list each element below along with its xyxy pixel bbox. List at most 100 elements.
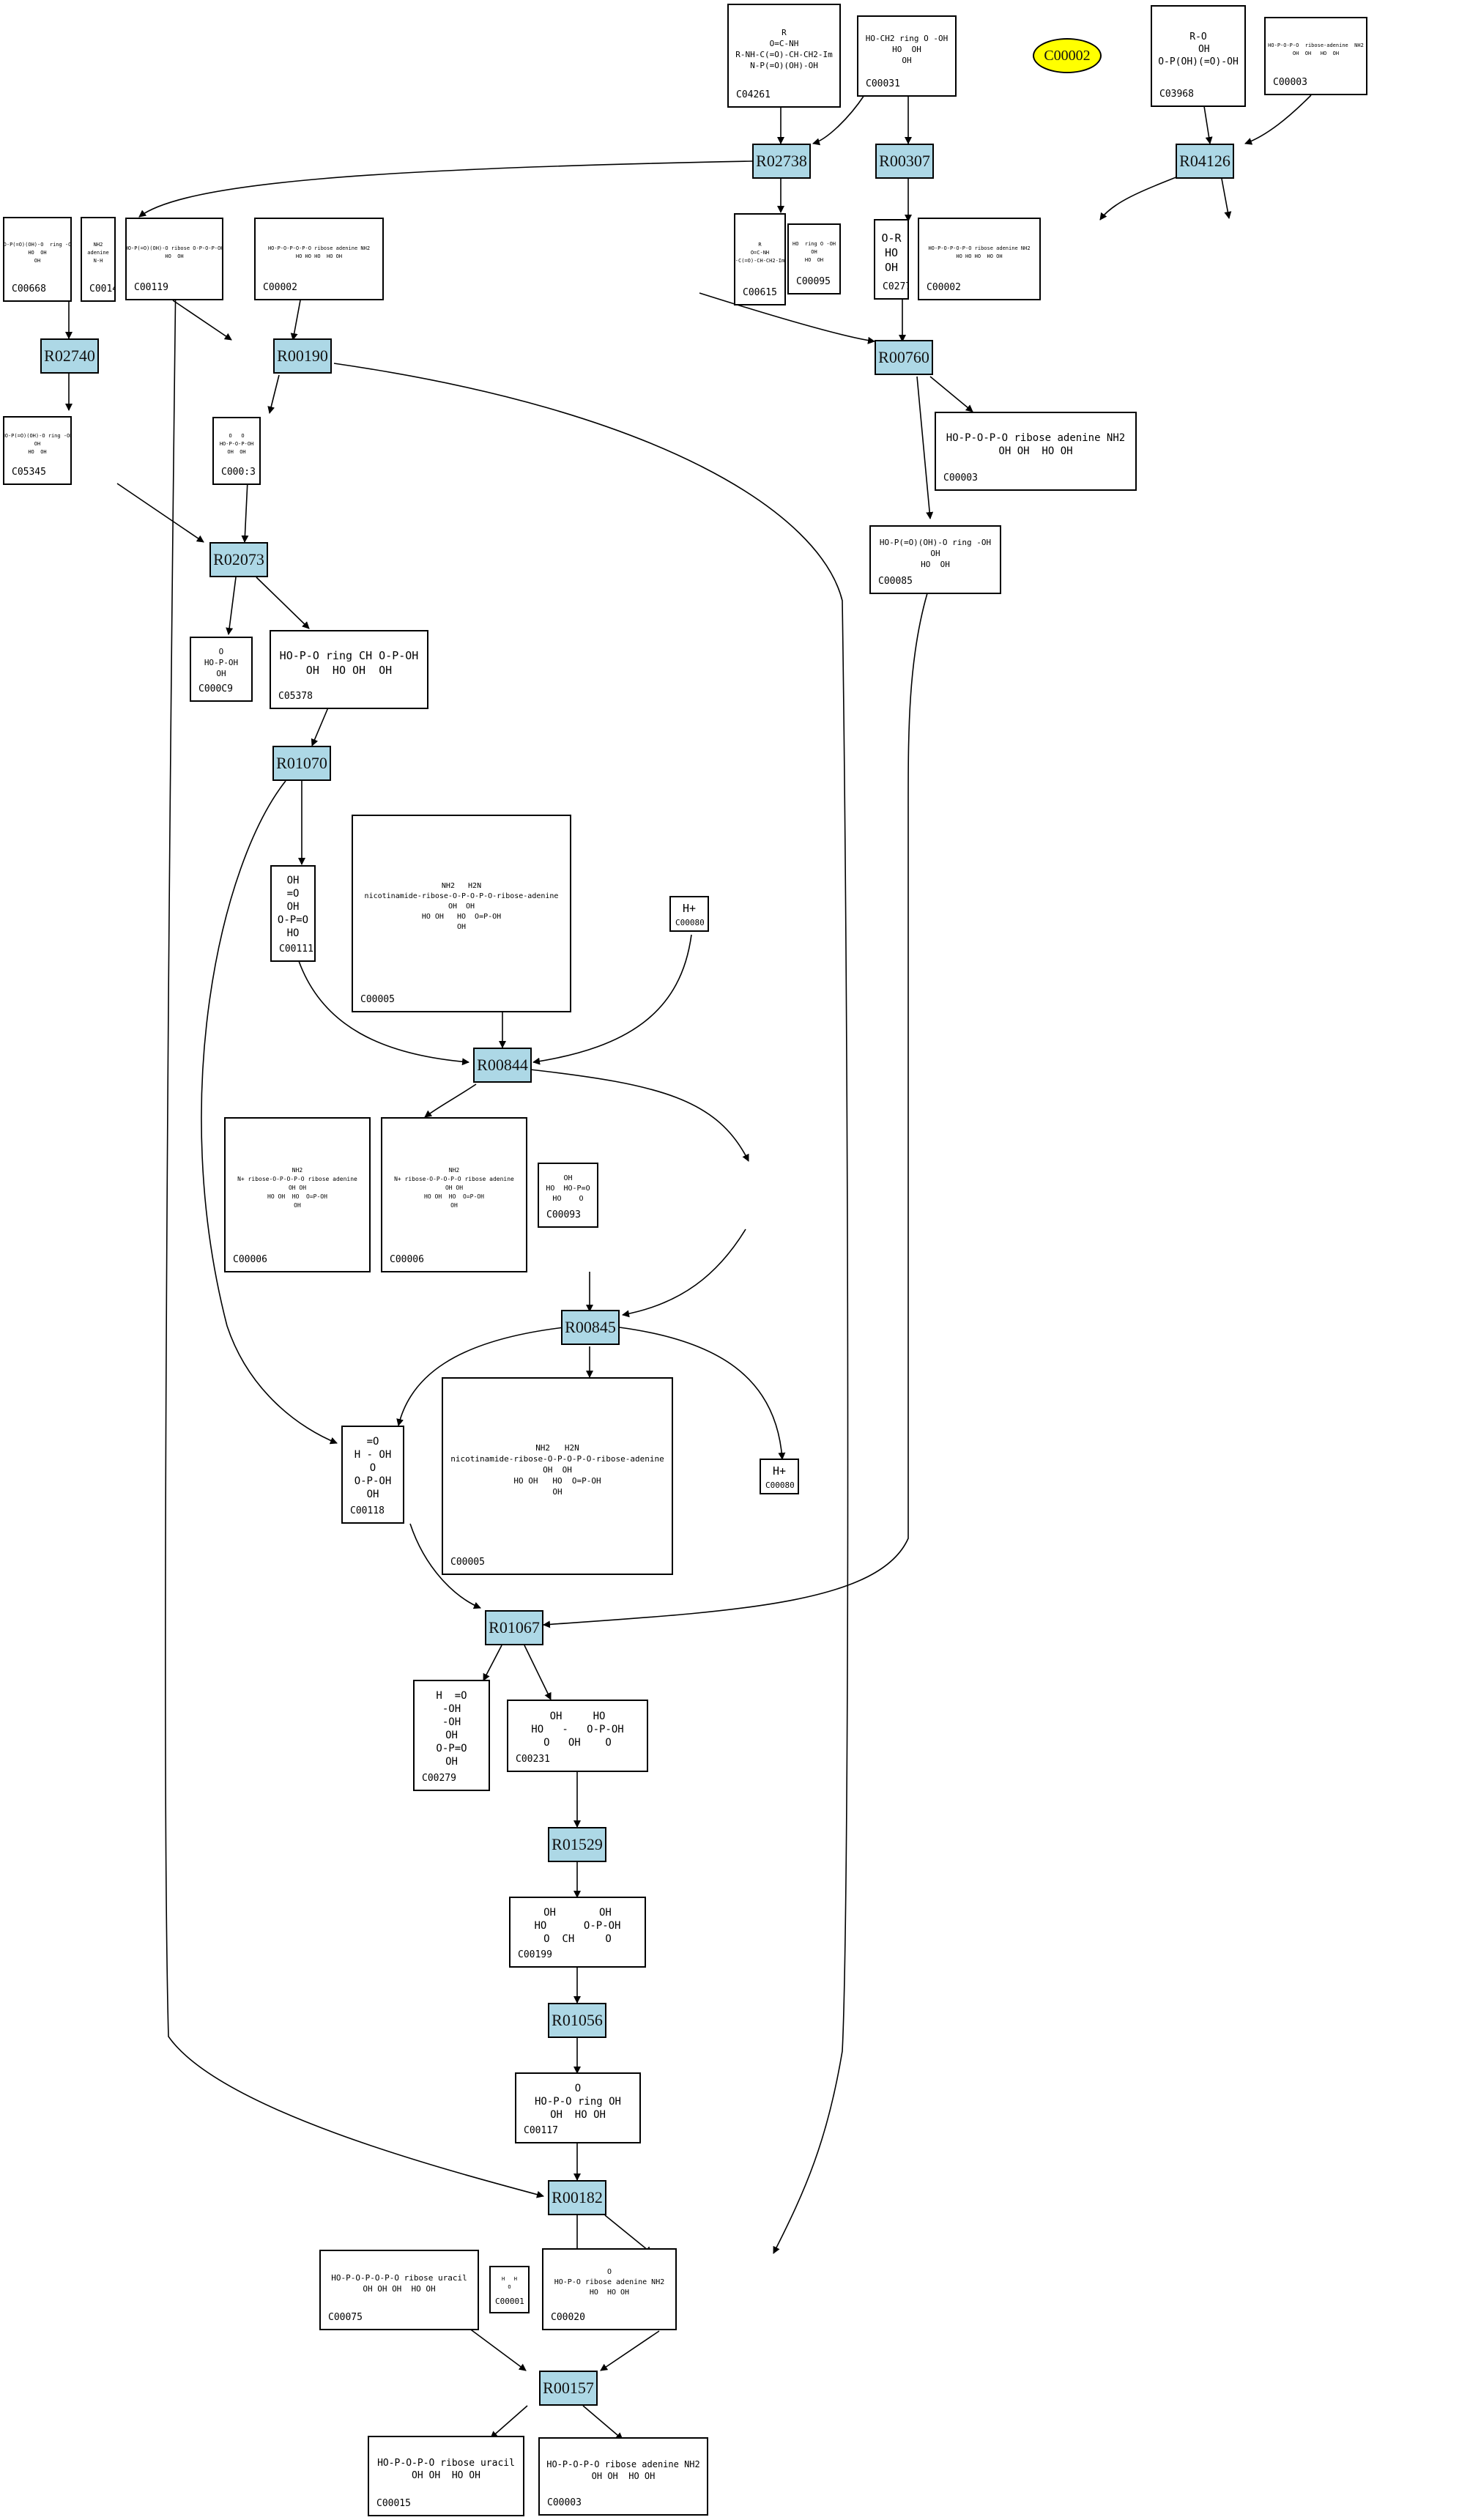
compound-id: C00119 [134,282,168,293]
compound-C00005[interactable]: NH2 H2N nicotinamide-ribose-O-P-O-P-O-ri… [352,815,571,1012]
structure-image: HO-CH2 ring O -OH HO OH OH [865,34,949,65]
compound-C00075[interactable]: HO-P-O-P-O-P-O ribose uracil OH OH OH HO… [319,2250,479,2330]
compound-id: C00006 [233,1254,267,1265]
compound-C00147[interactable]: NH2 adenine N-HC00147 [81,217,116,302]
structure-image: O-R HO OH [881,231,902,274]
reaction-R01067[interactable]: R01067 [485,1610,543,1645]
reaction-R01056[interactable]: R01056 [548,2003,606,2038]
edge [524,1645,552,1700]
structure-image: OH =O OH O-P=O HO [277,875,309,939]
edge [138,160,753,218]
compound-C02773[interactable]: O-R HO OH C02773 [874,219,909,300]
compound-id: C00003 [943,472,978,483]
structure-image: HO-P(=O)(OH)-O ring -OH HO OH OH [3,241,72,264]
structure-image: O HO-P-O ring OH OH HO OH [534,2082,621,2121]
compound-C04261[interactable]: R O=C-NH R-NH-C(=O)-CH-CH2-Im N-P(=O)(OH… [727,4,841,108]
compound-id: C00075 [328,2312,363,2323]
compound-C00013[interactable]: O O HO-P-O-P-OH OH OH C000:3 [212,417,261,485]
reaction-R00190[interactable]: R00190 [273,338,332,374]
compound-C00003-final[interactable]: HO-P-O-P-O ribose adenine NH2 OH OH HO O… [538,2437,708,2516]
compound-id: C00080 [765,1480,795,1490]
reaction-R00157[interactable]: R00157 [539,2371,598,2406]
structure-image: H H O [501,2275,518,2290]
reaction-R04126[interactable]: R04126 [1176,144,1234,179]
edge [201,780,338,1445]
compound-C00006[interactable]: NH2 N+ ribose-O-P-O-P-O ribose adenine O… [224,1117,371,1272]
structure-image: HO-P(=O)(OH)-O ring -OH OH HO OH [879,537,992,569]
compound-C00003-product[interactable]: HO-P-O-P-O ribose adenine NH2 OH OH HO O… [935,412,1137,491]
structure-image: OH HO HO-P=O HO O [546,1174,590,1203]
structure-image: R O=C-NH R-NH-C(=O)-CH-CH2-Im N-P(=O)(OH… [735,28,833,70]
structure-image: HO-P-O-P-O ribose adenine NH2 OH OH HO O… [946,432,1126,457]
compound-C00080-product[interactable]: H+ C00080 [760,1459,799,1494]
compound-id: C00085 [878,576,913,587]
reaction-R00307[interactable]: R00307 [875,144,934,179]
compound-C00001[interactable]: H H O C00001 [489,2266,530,2313]
compound-C00006-second[interactable]: NH2 N+ ribose-O-P-O-P-O ribose adenine O… [381,1117,527,1272]
compound-C00005-product[interactable]: NH2 H2N nicotinamide-ribose-O-P-O-P-O-ri… [442,1377,673,1575]
reaction-R00844[interactable]: R00844 [473,1048,532,1083]
compound-id: C00279 [422,1773,456,1784]
highlighted-compound-oval[interactable]: C00002 [1033,38,1102,73]
edge [116,483,204,543]
reaction-R02740[interactable]: R02740 [40,338,99,374]
compound-id: C00001 [495,2297,524,2306]
structure-image: O HO-P-OH OH [204,647,239,678]
compound-id: C00005 [360,994,395,1005]
compound-id: C00002 [927,282,961,293]
structure-image: H+ [772,1464,787,1478]
edge [1244,94,1312,145]
reaction-R02738[interactable]: R02738 [752,144,811,179]
reaction-R02073[interactable]: R02073 [209,542,268,577]
reaction-R00845[interactable]: R00845 [561,1310,620,1345]
structure-image: O HO-P-O ribose adenine NH2 HO HO OH [554,2268,665,2297]
reaction-R01529[interactable]: R01529 [548,1827,606,1862]
structure-image: R-O OH O-P(OH)(=O)-OH [1158,32,1239,67]
compound-id: C00080 [675,918,705,927]
structure-image: O O HO-P-O-P-OH OH OH [219,433,254,455]
compound-id: C00117 [524,2125,558,2136]
edge [226,577,237,635]
edge [241,480,249,543]
compound-C00117[interactable]: O HO-P-O ring OH OH HO OH C00117 [515,2072,641,2143]
reaction-R00760[interactable]: R00760 [875,340,933,375]
structure-image: HO ring O -OH OH HO OH [792,241,836,263]
compound-id: C00003 [1273,77,1307,88]
compound-C00615[interactable]: R O=C-NH R-NH-C(=O)-CH-CH2-Im(NH)C00615 [734,213,786,305]
compound-C00080[interactable]: H+C00080 [669,896,709,932]
compound-id: C00111 [279,944,313,955]
compound-C00002-product[interactable]: HO-P-O-P-O-P-O ribose adenine NH2 HO HO … [918,218,1041,300]
edge [311,707,329,746]
compound-C00003[interactable]: HO-P-O-P-O ribose-adenine NH2 OH OH HO O… [1264,17,1367,95]
edge [172,300,232,341]
structure-image: HO-P-O-P-O ribose-adenine NH2 OH OH HO O… [1268,42,1364,56]
reaction-R01070[interactable]: R01070 [272,746,331,781]
compound-id: C02773 [883,281,907,292]
structure-image: NH2 N+ ribose-O-P-O-P-O ribose adenine O… [394,1167,514,1209]
structure-image: HO-P-O-P-O-P-O ribose uracil OH OH OH HO… [331,2273,467,2294]
edge [929,376,973,412]
compound-C00002[interactable]: HO-P-O-P-O-P-O ribose adenine NH2 HO HO … [254,218,384,300]
compound-id: C000:3 [221,467,256,478]
reaction-R00182[interactable]: R00182 [548,2180,606,2215]
compound-C00085[interactable]: HO-P(=O)(OH)-O ring -OH OH HO OH C00085 [869,525,1001,594]
compound-C00111[interactable]: OH =O OH O-P=O HO C00111 [270,865,316,962]
edge [468,2327,527,2371]
edge [424,1083,477,1118]
